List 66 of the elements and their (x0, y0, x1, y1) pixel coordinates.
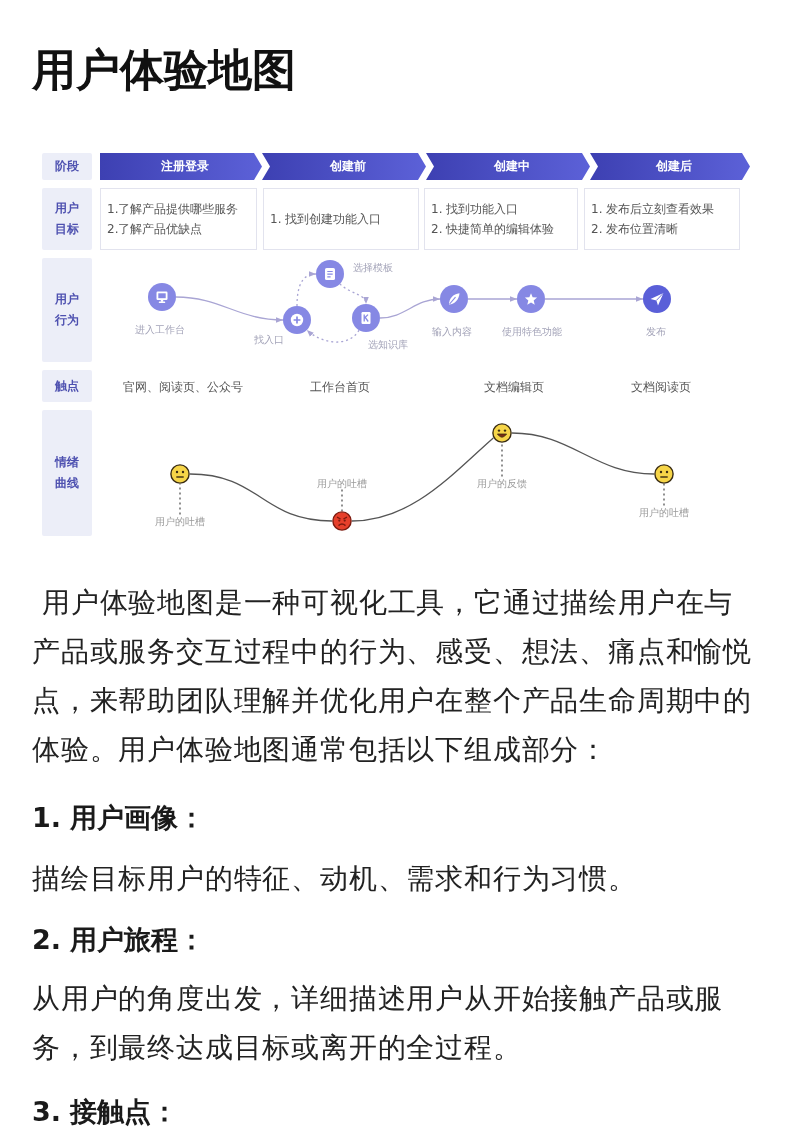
touchpoint-text: 文档编辑页 (484, 379, 544, 395)
row-header: 用户行为 (42, 258, 92, 362)
emotion-label: 用户的吐槽 (317, 476, 367, 490)
monitor-icon (148, 283, 176, 311)
paragraph: 用户体验地图是一种可视化工具，它通过描绘用户在与产品或服务交互过程中的行为、感受、想法、痛点和愉悦点，来帮助团队理解并优化用户在整个产品生命周期中的体验。用户体验地图通常包括以下组成部分： (32, 585, 753, 768)
step-label: 输入内容 (432, 324, 472, 338)
step-label: 找入口 (254, 332, 284, 346)
stage-banner: 创建后 (590, 153, 750, 180)
goal-item: 1. 发布后立刻查看效果 (591, 201, 715, 218)
goal-box (424, 188, 578, 250)
row-header: 触点 (42, 370, 92, 402)
emotion-label: 用户的吐槽 (155, 514, 205, 528)
neutral-face-icon (170, 464, 190, 484)
dotted-arrow (296, 271, 317, 307)
touchpoint-text: 工作台首页 (310, 379, 370, 395)
row-header: 阶段 (42, 153, 92, 180)
arrow (544, 296, 644, 302)
touchpoint-text: 官网、阅读页、公众号 (123, 379, 243, 395)
touchpoint-text: 文档阅读页 (631, 379, 691, 395)
book-icon (352, 304, 380, 332)
arrow (175, 296, 284, 323)
title: 用户体验地图 (32, 43, 296, 97)
heading: 3. 接触点： (32, 1095, 179, 1129)
goal-box (584, 188, 740, 250)
goal-item: 1.了解产品提供哪些服务 (107, 201, 239, 218)
angry-face-icon (332, 511, 352, 531)
goal-box (263, 188, 419, 250)
document-icon (316, 260, 344, 288)
goal-box (100, 188, 257, 250)
send-icon (643, 285, 671, 313)
step-label: 选知识库 (368, 337, 408, 351)
row-header: 用户目标 (42, 188, 92, 250)
arrow (379, 296, 441, 319)
plus-icon (283, 306, 311, 334)
step-label: 使用特色功能 (502, 324, 562, 338)
arrow (467, 296, 518, 302)
emotion-label: 用户的吐槽 (639, 505, 689, 519)
goal-item: 2.了解产品优缺点 (107, 221, 203, 238)
emotion-curve (351, 437, 494, 522)
step-label: 进入工作台 (135, 322, 185, 336)
leader-line (341, 488, 343, 512)
emotion-curve (189, 473, 333, 522)
neutral-face-icon (654, 464, 674, 484)
dotted-arrow (306, 329, 360, 343)
heading: 1. 用户画像： (32, 801, 206, 835)
emotion-curve (511, 432, 655, 475)
leader-line (663, 483, 665, 507)
goal-item: 1. 找到功能入口 (431, 201, 519, 218)
leader-line (179, 483, 181, 516)
goal-item: 2. 发布位置清晰 (591, 221, 679, 238)
paragraph: 描绘目标用户的特征、动机、需求和行为习惯。 (32, 861, 638, 897)
goal-item: 1. 找到创建功能入口 (270, 211, 382, 228)
goal-item: 2. 快捷简单的编辑体验 (431, 221, 555, 238)
emotion-label: 用户的反馈 (477, 476, 527, 490)
heading: 2. 用户旅程： (32, 923, 206, 957)
feather-icon (440, 285, 468, 313)
leader-line (501, 442, 503, 478)
step-label: 发布 (646, 324, 666, 338)
smiley-face-icon (492, 423, 512, 443)
stage-banner: 创建前 (262, 153, 426, 180)
paragraph: 从用户的角度出发，详细描述用户从开始接触产品或服务，到最终达成目标或离开的全过程。 (32, 981, 725, 1066)
step-label: 选择模板 (353, 260, 393, 274)
stage-banner: 创建中 (426, 153, 590, 180)
stage-banner: 注册登录 (100, 153, 262, 180)
dotted-arrow (339, 283, 368, 305)
row-header: 情绪曲线 (42, 410, 92, 536)
